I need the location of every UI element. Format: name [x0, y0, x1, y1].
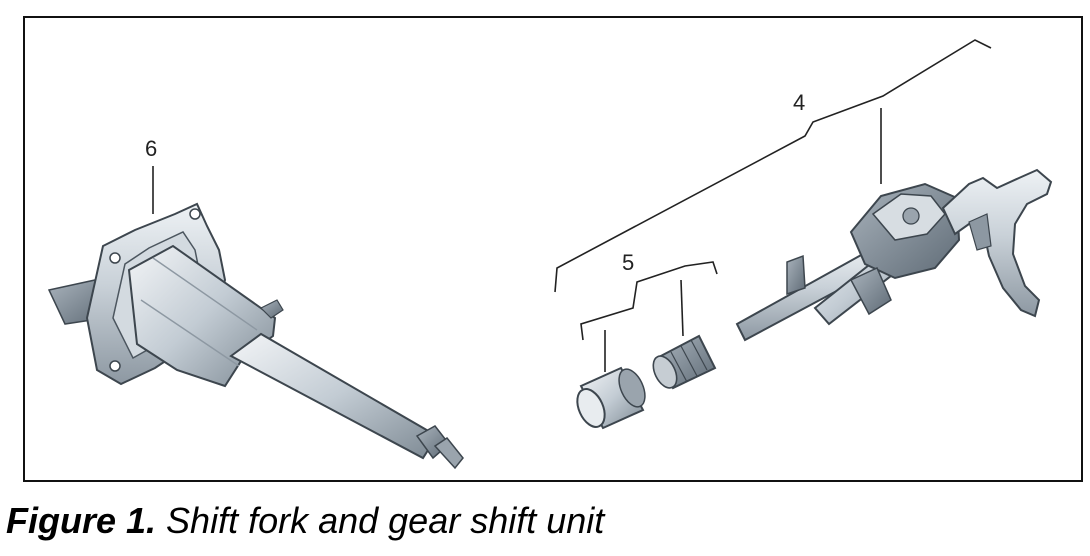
figure-caption: Figure 1. Shift fork and gear shift unit — [6, 500, 604, 542]
figure-number: Figure 1. — [6, 500, 157, 541]
callout-4-bracket — [554, 39, 992, 293]
shift-shaft-bush — [576, 366, 646, 430]
shift-fork-assembly — [735, 168, 1053, 342]
exploded-view-illustration: 6 5 — [47, 39, 1053, 470]
callout-5-bracket — [580, 261, 718, 341]
gear-shift-unit-housing — [47, 202, 464, 470]
bearing-bush — [652, 334, 717, 390]
figure-caption-text: Shift fork and gear shift unit — [156, 500, 605, 541]
callout-6-label: 6 — [145, 136, 157, 161]
callout-5-label: 5 — [622, 250, 634, 275]
figure-frame: 6 5 — [23, 16, 1083, 482]
callout-4-label: 4 — [793, 90, 805, 115]
callout-5-leader-bearing — [680, 279, 684, 337]
